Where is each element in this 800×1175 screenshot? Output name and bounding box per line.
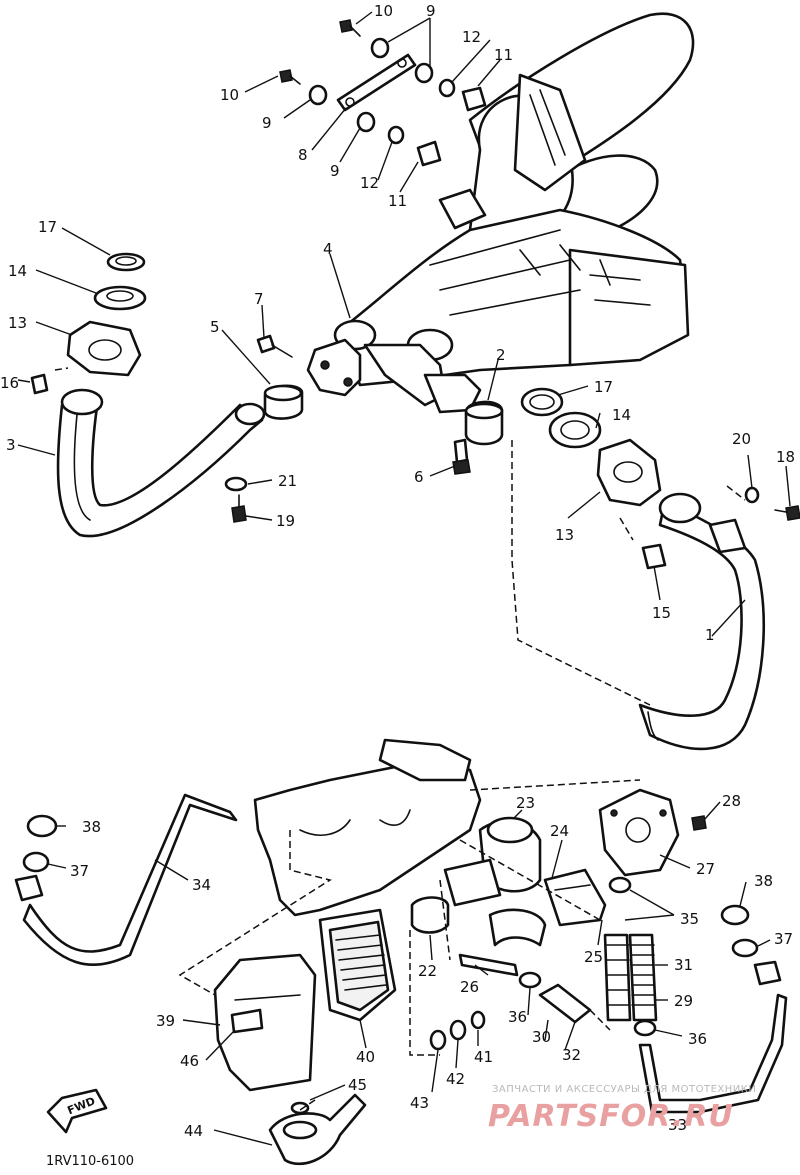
watermark-logo: PARTSFOR.RU bbox=[488, 1099, 734, 1134]
exhaust-clamp bbox=[306, 338, 362, 397]
air-cut-valve bbox=[443, 816, 542, 907]
callout-10a: 10 bbox=[374, 2, 393, 20]
callout-37b: 37 bbox=[774, 930, 793, 948]
callout-10b: 10 bbox=[220, 86, 239, 104]
intake-hose-22 bbox=[410, 896, 450, 934]
callout-14b: 14 bbox=[612, 406, 631, 424]
callout-46: 46 bbox=[180, 1052, 199, 1070]
callout-14a: 14 bbox=[8, 262, 27, 280]
callout-13a: 13 bbox=[8, 314, 27, 332]
callout-labels: 1 2 3 4 5 6 7 8 9 9 9 10 10 11 11 12 12 … bbox=[0, 2, 795, 1140]
left-exhaust-pipe bbox=[56, 388, 266, 538]
callout-15: 15 bbox=[652, 604, 671, 622]
watermark-tagline: ЗАПЧАСТИ И АКСЕССУАРЫ ДЛЯ МОТОТЕХНИКИ bbox=[492, 1084, 756, 1095]
callout-17a: 17 bbox=[38, 218, 57, 236]
callout-29: 29 bbox=[674, 992, 693, 1010]
callout-27: 27 bbox=[696, 860, 715, 878]
callout-12b: 12 bbox=[360, 174, 379, 192]
callout-44: 44 bbox=[184, 1122, 203, 1140]
fwd-arrow-icon: FWD bbox=[46, 1088, 108, 1134]
hose-29 bbox=[628, 933, 658, 1022]
damper-grommets bbox=[308, 37, 487, 167]
callout-3: 3 bbox=[6, 436, 16, 454]
callout-16: 16 bbox=[0, 374, 19, 392]
cylinder-head-outline bbox=[253, 738, 482, 917]
callout-42: 42 bbox=[446, 1070, 465, 1088]
callout-45: 45 bbox=[348, 1076, 367, 1094]
callout-18: 18 bbox=[776, 448, 795, 466]
callout-33: 33 bbox=[668, 1116, 687, 1134]
exhaust-gasket-right bbox=[452, 400, 504, 475]
reed-valve bbox=[598, 788, 707, 877]
callout-37a: 37 bbox=[70, 862, 89, 880]
callout-12a: 12 bbox=[462, 28, 481, 46]
callout-24: 24 bbox=[550, 822, 569, 840]
air-filter-element bbox=[318, 908, 397, 1022]
callout-38a: 38 bbox=[82, 818, 101, 836]
callout-2: 2 bbox=[496, 346, 506, 364]
callout-25: 25 bbox=[584, 948, 603, 966]
callout-31: 31 bbox=[674, 956, 693, 974]
callout-19: 19 bbox=[276, 512, 295, 530]
callout-11b: 11 bbox=[388, 192, 407, 210]
left-pipe-flange bbox=[30, 252, 147, 395]
callout-34: 34 bbox=[192, 876, 211, 894]
callout-8: 8 bbox=[298, 146, 308, 164]
bolts-left bbox=[224, 334, 293, 523]
callout-32: 32 bbox=[562, 1046, 581, 1064]
leader-lines bbox=[17, 11, 791, 1146]
callout-5: 5 bbox=[210, 318, 220, 336]
hose-26 bbox=[458, 908, 547, 977]
air-filter-case bbox=[213, 953, 317, 1092]
callout-17b: 17 bbox=[594, 378, 613, 396]
callout-9a: 9 bbox=[426, 2, 436, 20]
right-exhaust-pipe bbox=[638, 492, 765, 751]
callout-21: 21 bbox=[278, 472, 297, 490]
callout-36a: 36 bbox=[508, 1008, 527, 1026]
watermark: ЗАПЧАСТИ И АКСЕССУАРЫ ДЛЯ МОТОТЕХНИКИ PA… bbox=[488, 1084, 756, 1134]
callout-13b: 13 bbox=[555, 526, 574, 544]
callout-26: 26 bbox=[460, 978, 479, 996]
callout-4: 4 bbox=[323, 240, 333, 258]
callout-6: 6 bbox=[414, 468, 424, 486]
callout-36b: 36 bbox=[688, 1030, 707, 1048]
callout-9c: 9 bbox=[330, 162, 340, 180]
callout-23: 23 bbox=[516, 794, 535, 812]
callout-43: 43 bbox=[410, 1094, 429, 1112]
callout-22: 22 bbox=[418, 962, 437, 980]
callout-1: 1 bbox=[705, 626, 715, 644]
callout-28: 28 bbox=[722, 792, 741, 810]
reed-valve-bracket bbox=[543, 868, 607, 927]
callout-20: 20 bbox=[732, 430, 751, 448]
muffler-bracket bbox=[336, 53, 417, 112]
reference-lines bbox=[54, 367, 746, 1111]
pipe-34 bbox=[22, 793, 238, 967]
hose-44 bbox=[268, 1093, 367, 1166]
exhaust-gasket bbox=[263, 384, 304, 420]
callout-30: 30 bbox=[532, 1028, 551, 1046]
hose-31 bbox=[603, 933, 632, 1022]
right-pipe-flange bbox=[520, 387, 667, 570]
callout-7: 7 bbox=[254, 290, 264, 308]
callout-40: 40 bbox=[356, 1048, 375, 1066]
callout-35: 35 bbox=[680, 910, 699, 928]
muffler-assembly bbox=[333, 12, 695, 414]
callout-41: 41 bbox=[474, 1048, 493, 1066]
pipe-32 bbox=[538, 983, 592, 1024]
bolts-right bbox=[744, 486, 800, 521]
callout-38b: 38 bbox=[754, 872, 773, 890]
small-clamps bbox=[14, 814, 782, 1051]
callout-11a: 11 bbox=[494, 46, 513, 64]
drawing-code: 1RV110-6100 bbox=[46, 1154, 134, 1169]
callout-9b: 9 bbox=[262, 114, 272, 132]
bolts-top bbox=[279, 19, 361, 85]
callout-39: 39 bbox=[156, 1012, 175, 1030]
